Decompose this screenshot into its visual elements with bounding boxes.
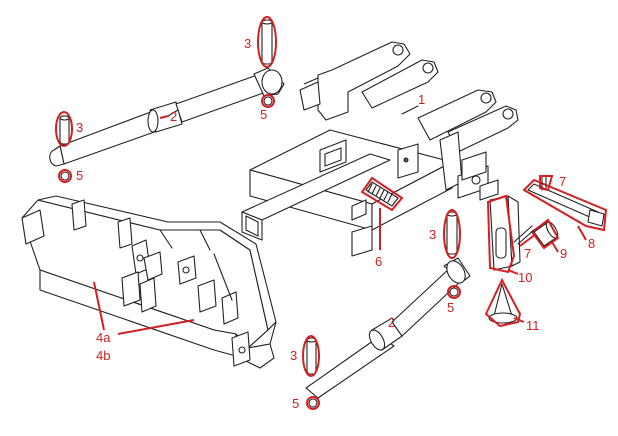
label-3-bottom: 3 [290,348,297,363]
pin-clip-lower [513,225,537,247]
leader-4a-lower [117,319,195,335]
label-5-right: 5 [447,300,454,315]
bracket-leader [507,269,519,275]
pin-top [261,19,273,65]
cyl-upper-leader [159,115,169,119]
clip-top [261,94,275,108]
spike-leader [513,317,525,323]
label-4b: 4b [96,348,110,363]
handle-leader [577,225,587,241]
label-3-top: 3 [244,36,251,51]
clip-bottom [306,396,320,410]
label-5-bottom: 5 [292,396,299,411]
cap-leader [551,241,559,253]
label-2-upper: 2 [170,109,177,124]
label-3-left: 3 [76,120,83,135]
handle [522,178,608,241]
cylinder-upper [49,67,285,167]
pin-clip-upper-highlight [539,175,554,192]
spring [360,176,404,250]
label-4a: 4a [96,330,111,345]
pin-right [446,211,458,255]
label-5-left: 5 [76,168,83,183]
handle-highlight [522,178,608,232]
label-5-top: 5 [260,107,267,122]
spring-highlight [360,176,404,212]
hitch-frame [21,195,277,369]
leader-4a-upper [93,281,105,331]
label-7-upper: 7 [559,174,566,189]
bracket [486,194,521,275]
bracket-highlight [486,194,516,274]
label-6: 6 [375,254,382,269]
label-3-right: 3 [429,227,436,242]
clip-right [447,285,461,299]
cap [530,218,560,253]
pin-clip-upper [539,175,554,192]
label-11: 11 [526,318,540,333]
cylinder-lower [305,257,471,399]
cap-highlight [530,218,560,250]
pin-clip-lower-highlight [519,233,537,247]
pin-left [59,115,70,145]
label-7-lower: 7 [524,246,531,261]
pin-bottom-highlight [302,335,320,377]
pin-left-highlight [55,111,73,147]
label-8: 8 [588,236,595,251]
label-9: 9 [560,246,567,261]
label-10: 10 [518,270,532,285]
main-frame [241,41,519,257]
pin-bottom [306,337,317,375]
pin-top-highlight [257,16,277,68]
clip-left [58,169,72,183]
pin-right-highlight [443,209,461,259]
spike-highlight [484,277,522,328]
label-2-lower: 2 [388,315,395,330]
spike [484,277,525,328]
label-1: 1 [418,92,425,107]
